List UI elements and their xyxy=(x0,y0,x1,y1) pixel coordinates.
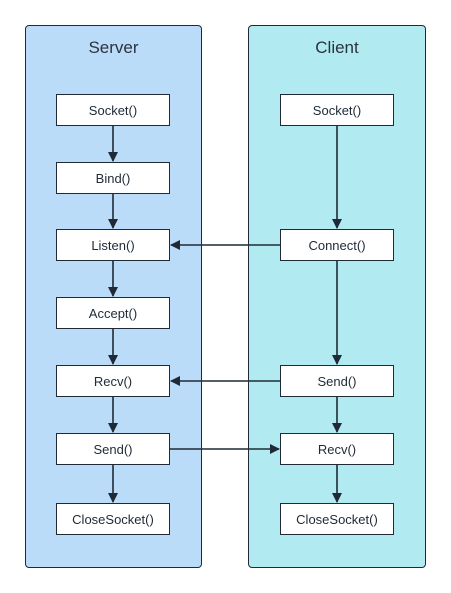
client-connect-node: Connect() xyxy=(280,229,394,261)
server-listen-node: Listen() xyxy=(56,229,170,261)
server-bind-node: Bind() xyxy=(56,162,170,194)
server-recv-node: Recv() xyxy=(56,365,170,397)
server-closesocket-node: CloseSocket() xyxy=(56,503,170,535)
server-send-node: Send() xyxy=(56,433,170,465)
server-lane-title: Server xyxy=(88,38,139,57)
client-socket-node: Socket() xyxy=(280,94,394,126)
server-accept-node: Accept() xyxy=(56,297,170,329)
client-lane-title: Client xyxy=(315,38,359,57)
client-recv-node: Recv() xyxy=(280,433,394,465)
server-socket-node: Socket() xyxy=(56,94,170,126)
client-closesocket-node: CloseSocket() xyxy=(280,503,394,535)
client-send-node: Send() xyxy=(280,365,394,397)
